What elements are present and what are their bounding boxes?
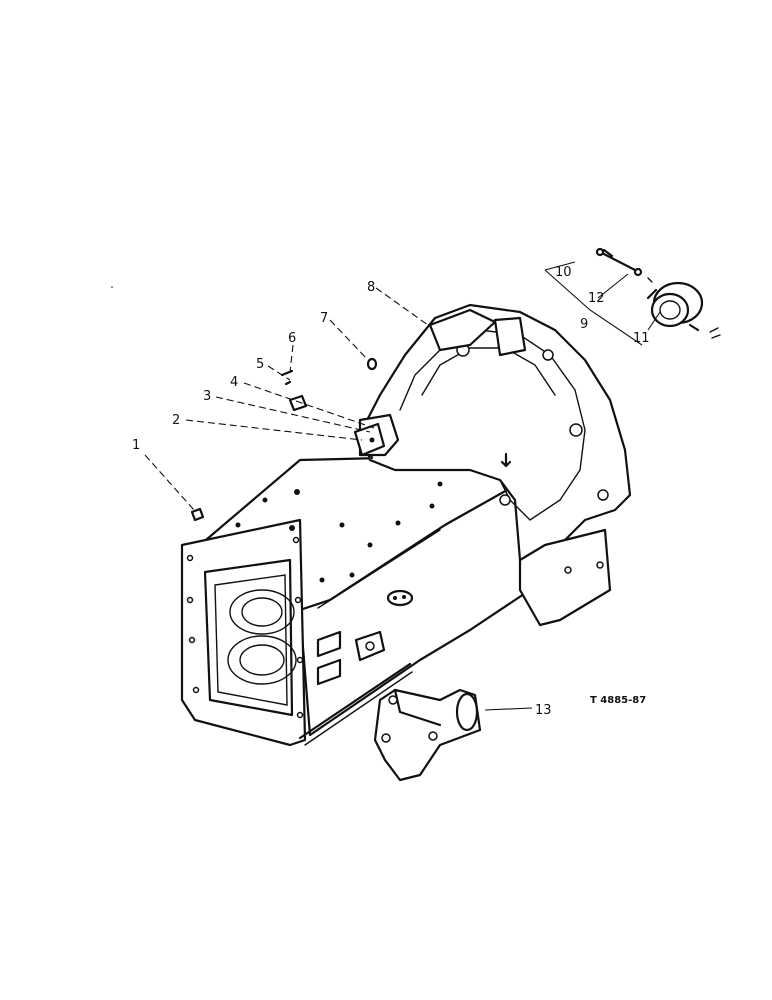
release-bearing-assembly xyxy=(544,247,721,346)
callout-5: 5 xyxy=(256,357,264,372)
callout-6: 6 xyxy=(288,331,296,346)
callout-8: 8 xyxy=(367,280,375,295)
callout-11: 11 xyxy=(633,331,650,346)
speck xyxy=(111,286,113,288)
callout-10: 10 xyxy=(555,265,572,280)
transmission-housing xyxy=(180,453,532,747)
shift-cover xyxy=(373,688,482,782)
clutch-housing xyxy=(358,303,632,627)
callout-labels: 1 2 3 4 5 6 7 8 9 10 11 12 13 xyxy=(132,265,650,718)
callout-9: 9 xyxy=(580,317,588,332)
callout-7: 7 xyxy=(320,311,328,326)
callout-4: 4 xyxy=(230,375,238,390)
callout-3: 3 xyxy=(203,389,211,404)
callout-12: 12 xyxy=(588,291,605,306)
callout-1: 1 xyxy=(132,438,140,453)
leader-lines xyxy=(144,273,661,711)
small-parts xyxy=(190,357,386,522)
callout-13: 13 xyxy=(535,703,552,718)
figure-reference: T 4885-87 xyxy=(590,695,646,706)
callout-2: 2 xyxy=(172,413,180,428)
